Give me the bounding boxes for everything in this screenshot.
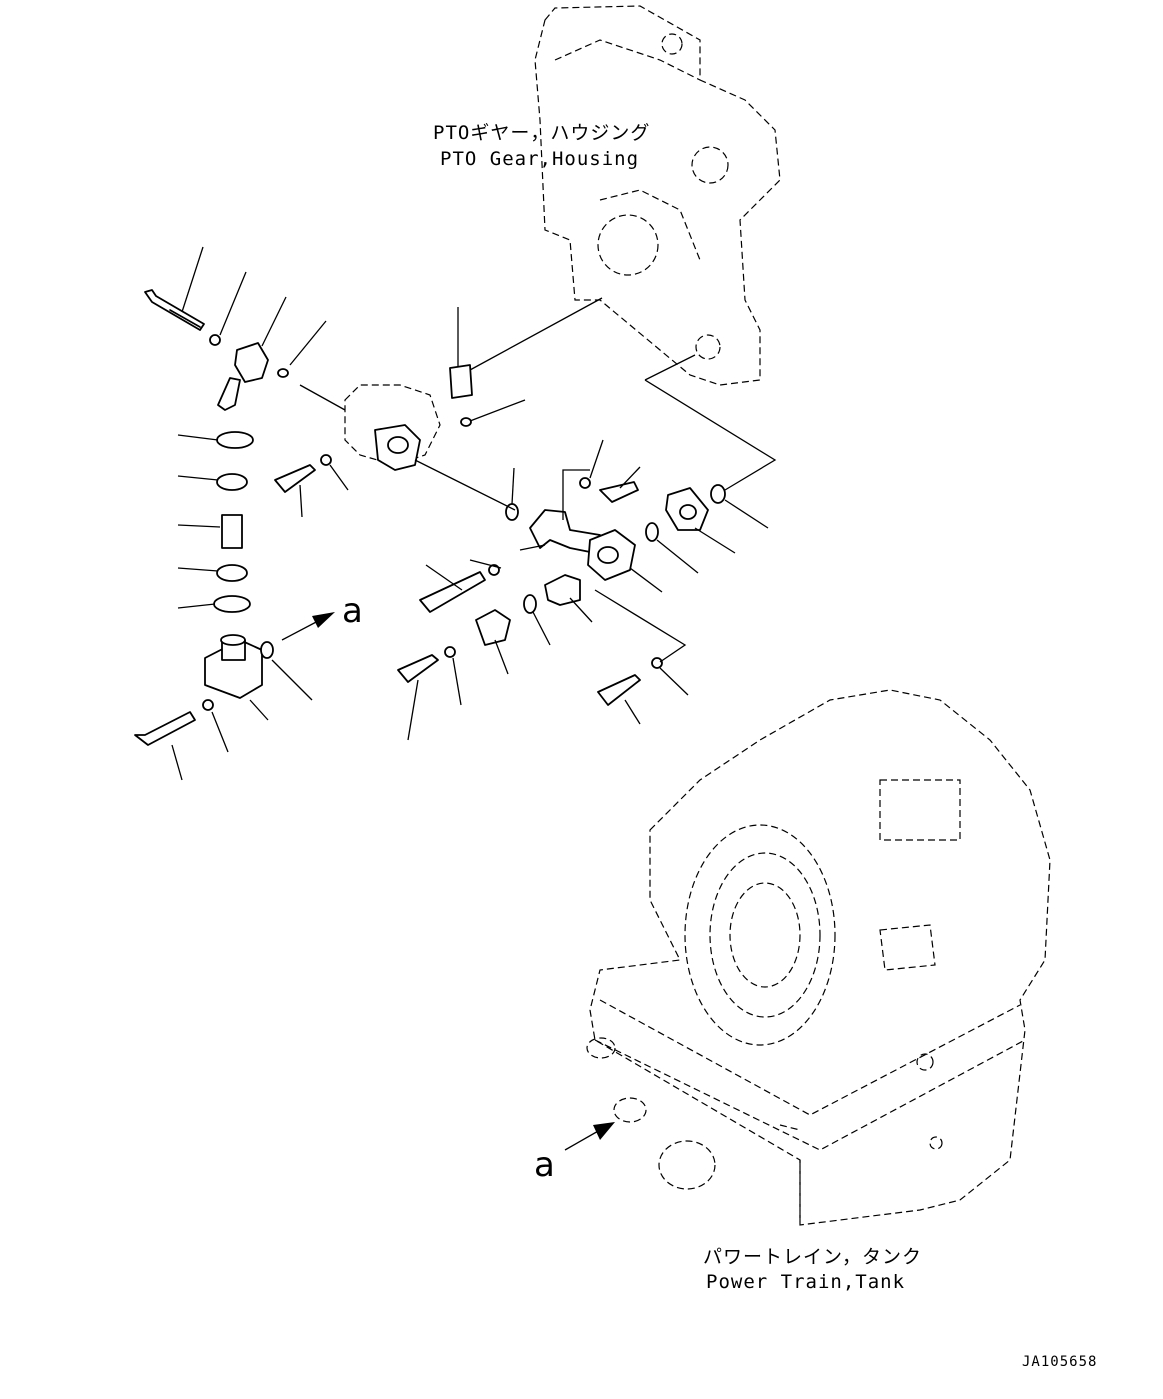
drawing-code: JA105658 — [1022, 1354, 1098, 1370]
washer-6 — [444, 646, 456, 658]
pto-pump-body — [344, 384, 441, 471]
pto-housing-label-jp: PTOギヤー，ハウジング — [433, 122, 651, 144]
power-train-tank — [586, 689, 1051, 1226]
o-ring-5 — [710, 484, 726, 504]
bolt-right-top — [599, 481, 639, 503]
gasket-large — [449, 364, 473, 399]
flange-plate — [665, 487, 709, 531]
washer-4 — [579, 477, 591, 489]
bolt-lower-right — [597, 674, 641, 706]
block-fitting — [204, 634, 263, 699]
leader-lines — [171, 246, 777, 781]
washer-3 — [320, 454, 332, 466]
view-marker-a-lower: a — [534, 1145, 555, 1185]
hose — [221, 514, 243, 549]
o-ring-1 — [277, 368, 289, 378]
washer-7 — [651, 657, 663, 669]
long-bolt-top — [144, 289, 205, 331]
washer-1 — [209, 334, 221, 346]
sleeve — [544, 574, 581, 606]
power-train-tank-label-en: Power Train,Tank — [706, 1271, 906, 1293]
pto-gear-housing — [534, 5, 781, 386]
view-marker-a-upper: a — [342, 591, 363, 631]
cover-plate — [475, 609, 511, 646]
o-ring-7 — [523, 594, 537, 614]
bolt-lower-center — [397, 654, 439, 683]
bolt-mid-left — [274, 464, 316, 493]
elbow-fitting-top — [217, 342, 269, 411]
washer-2 — [202, 699, 214, 711]
view-arrow-a-upper — [281, 612, 335, 641]
nut-1 — [216, 473, 248, 491]
o-ring-3 — [460, 417, 472, 427]
bolt-center — [419, 571, 486, 613]
pto-housing-label-en: PTO Gear,Housing — [440, 148, 640, 170]
o-ring-6 — [645, 522, 659, 542]
power-train-tank-label-jp: パワートレイン，タンク — [703, 1246, 923, 1268]
flange-elbow — [587, 529, 636, 581]
clamp-1 — [216, 431, 254, 449]
nut-2 — [216, 564, 248, 582]
long-bolt-bottom — [134, 711, 196, 746]
view-arrow-a-lower — [564, 1122, 615, 1151]
clamp-2 — [213, 595, 251, 613]
o-ring-2 — [260, 641, 274, 659]
